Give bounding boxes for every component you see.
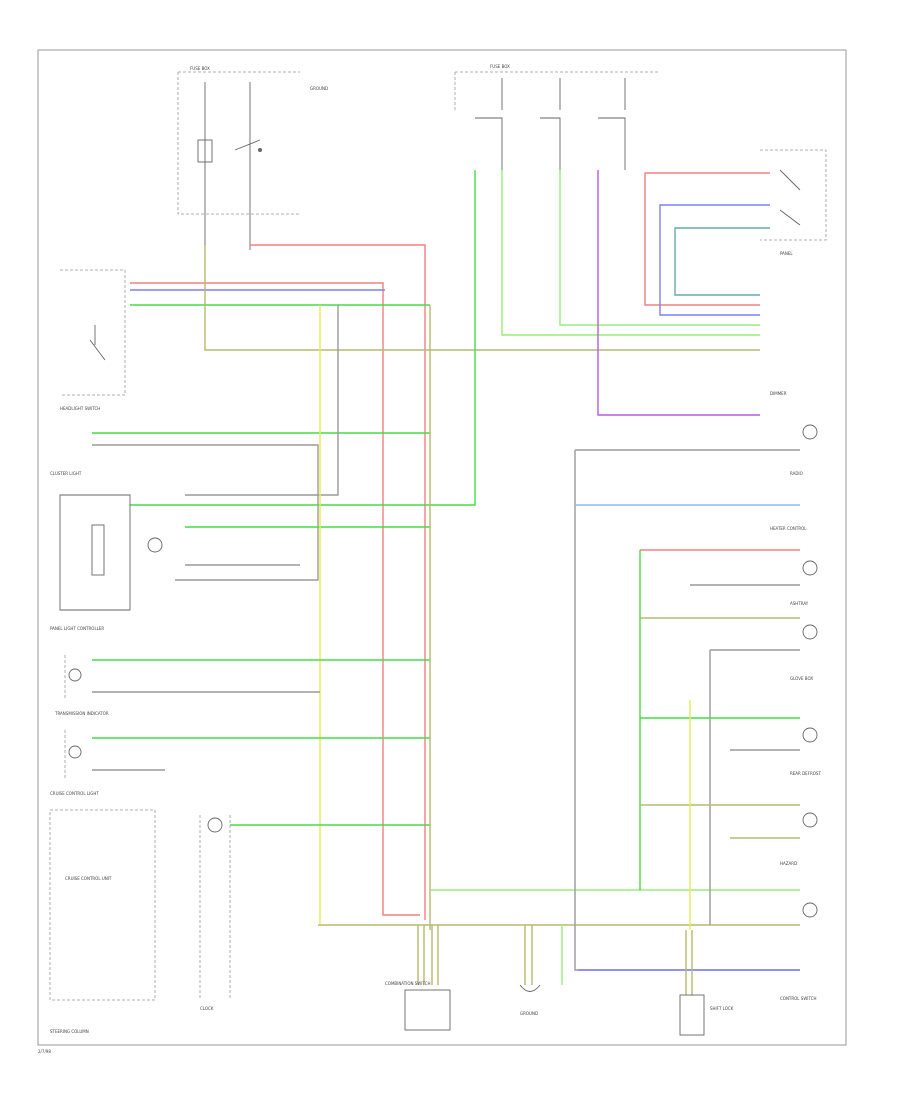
right-lamps: DIMMER RADIO HEATER CONTROL ASHTRAY GLOV… [770,391,821,1001]
svg-text:GLOVE BOX: GLOVE BOX [790,676,813,681]
svg-text:COMBINATION SWITCH: COMBINATION SWITCH [385,981,430,986]
bottom-connectors: COMBINATION SWITCH GROUND SHIFT LOCK [385,981,734,1036]
footer-code: 2/7/98 [38,1049,51,1054]
gray-wire-cluster-2 [185,305,339,496]
svg-text:FUSE BOX: FUSE BOX [490,64,510,69]
gray-wire-cluster-1 [92,444,319,581]
teal-wire-right [674,227,770,296]
gray-wire-right-e [709,649,800,925]
wire-group [92,170,800,995]
drop-wires-a [417,925,439,985]
svg-text:HAZARD: HAZARD [780,861,797,866]
red-wire-top [250,244,426,920]
top-fuse-box: FUSE BOX GROUND [177,66,328,250]
red-wire-right [644,172,770,306]
headlight-switch: HEADLIGHT SWITCH [60,269,126,411]
right-panel-switch: PANEL [760,149,827,256]
transmission-indicator: TRANSMISSION INDICATOR [54,711,109,780]
svg-text:CONTROL SWITCH: CONTROL SWITCH [780,996,817,1001]
svg-text:CLOCK: CLOCK [200,1006,214,1011]
red-wire-hs [130,282,420,916]
lightgreen-wire-b [559,170,760,326]
svg-text:ASHTRAY: ASHTRAY [790,601,809,606]
bottom-left-label: STEERING COLUMN [50,1029,89,1034]
svg-text:FUSE BOX: FUSE BOX [190,66,210,71]
green-wire-top-b [130,170,476,506]
svg-text:RADIO: RADIO [790,471,803,476]
blue-wire-right [659,204,770,316]
purple-wire [597,170,760,416]
svg-text:HEATER CONTROL: HEATER CONTROL [770,526,807,531]
svg-text:REAR DEFROST: REAR DEFROST [790,771,821,776]
svg-text:CRUISE CONTROL UNIT: CRUISE CONTROL UNIT [65,876,112,881]
gray-wire-right-a [574,449,800,971]
lightgreen-wire-a [501,170,760,336]
olive-wire-hs [204,245,760,351]
svg-text:PANEL: PANEL [780,251,793,256]
svg-text:PANEL LIGHT CONTROLLER: PANEL LIGHT CONTROLLER [50,626,104,631]
drop-wires-b [524,925,533,985]
svg-text:DIMMER: DIMMER [770,391,787,396]
drop-wires-d [685,930,693,995]
diagram-frame [37,49,847,1046]
panel-light-controller: PANEL LIGHT CONTROLLER [50,626,104,700]
top-right-fuses: FUSE BOX [454,64,660,170]
svg-text:GROUND: GROUND [310,86,328,91]
svg-text:TRANSMISSION INDICATOR: TRANSMISSION INDICATOR [54,711,109,716]
cluster-light: CLUSTER LIGHT [50,471,163,611]
svg-text:CLUSTER LIGHT: CLUSTER LIGHT [50,471,82,476]
svg-text:CRUISE CONTROL LIGHT: CRUISE CONTROL LIGHT [50,791,99,796]
svg-text:GROUND: GROUND [520,1011,538,1016]
svg-text:HEADLIGHT SWITCH: HEADLIGHT SWITCH [60,406,100,411]
svg-text:SHIFT LOCK: SHIFT LOCK [710,1006,734,1011]
cruise-control-unit: CRUISE CONTROL LIGHT CRUISE CONTROL UNIT… [49,791,231,1011]
